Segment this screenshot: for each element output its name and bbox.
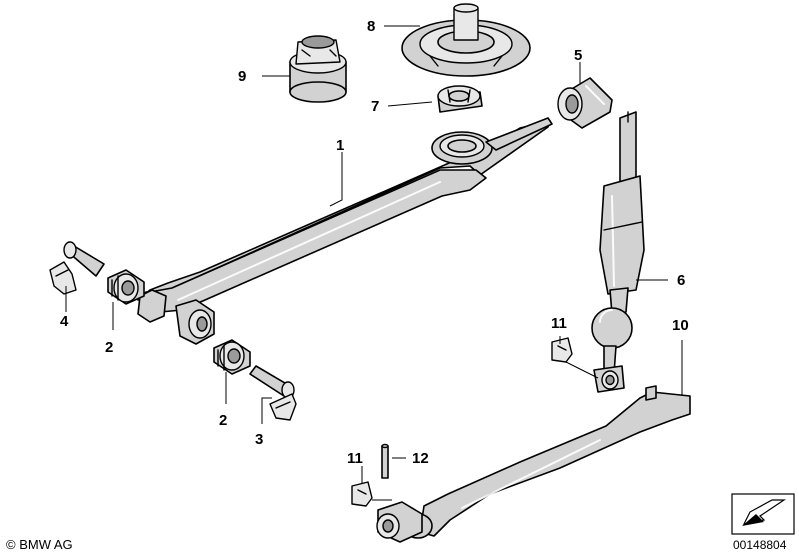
- direction-arrow-icon: [731, 493, 795, 535]
- callout-4: 4: [60, 313, 69, 330]
- callout-12: 12: [412, 450, 429, 467]
- part-6-shift-lever[interactable]: [591, 111, 645, 393]
- callout-10: 10: [672, 317, 689, 334]
- part-1-shift-arm[interactable]: [137, 117, 553, 345]
- leader-lines: [65, 25, 683, 501]
- callout-11-lower: 11: [347, 450, 363, 467]
- part-11-clip-lower[interactable]: [351, 481, 373, 507]
- callout-9: 9: [238, 68, 246, 85]
- callout-6: 6: [677, 272, 685, 289]
- callout-1: 1: [336, 137, 344, 154]
- part-4-pin-clip[interactable]: [49, 241, 105, 295]
- part-7-ring-bushing[interactable]: [437, 85, 483, 113]
- part-12-pin[interactable]: [381, 443, 389, 479]
- callout-11-upper: 11: [551, 315, 567, 332]
- part-10-selector-rod[interactable]: [403, 385, 691, 539]
- part-3-pin-clip[interactable]: [249, 365, 297, 421]
- callout-3: 3: [255, 431, 263, 448]
- copyright-notice: © BMW AG: [6, 537, 73, 552]
- callout-7: 7: [371, 98, 379, 115]
- part-2-bushing-upper[interactable]: [107, 269, 145, 305]
- rod-end-joint[interactable]: [376, 501, 423, 543]
- part-11-clip-upper[interactable]: [551, 337, 573, 363]
- part-8-boot-cover[interactable]: [401, 3, 531, 77]
- part-5-sleeve[interactable]: [557, 77, 613, 129]
- callout-5: 5: [574, 47, 582, 64]
- reference-number: 00148804: [733, 538, 787, 552]
- callout-8: 8: [367, 18, 375, 35]
- copyright-text: © BMW AG: [6, 537, 73, 552]
- part-9-bearing-housing[interactable]: [289, 35, 347, 103]
- callout-2-lower: 2: [219, 412, 227, 429]
- part-2-bushing-lower[interactable]: [213, 339, 251, 375]
- callout-2-upper: 2: [105, 339, 113, 356]
